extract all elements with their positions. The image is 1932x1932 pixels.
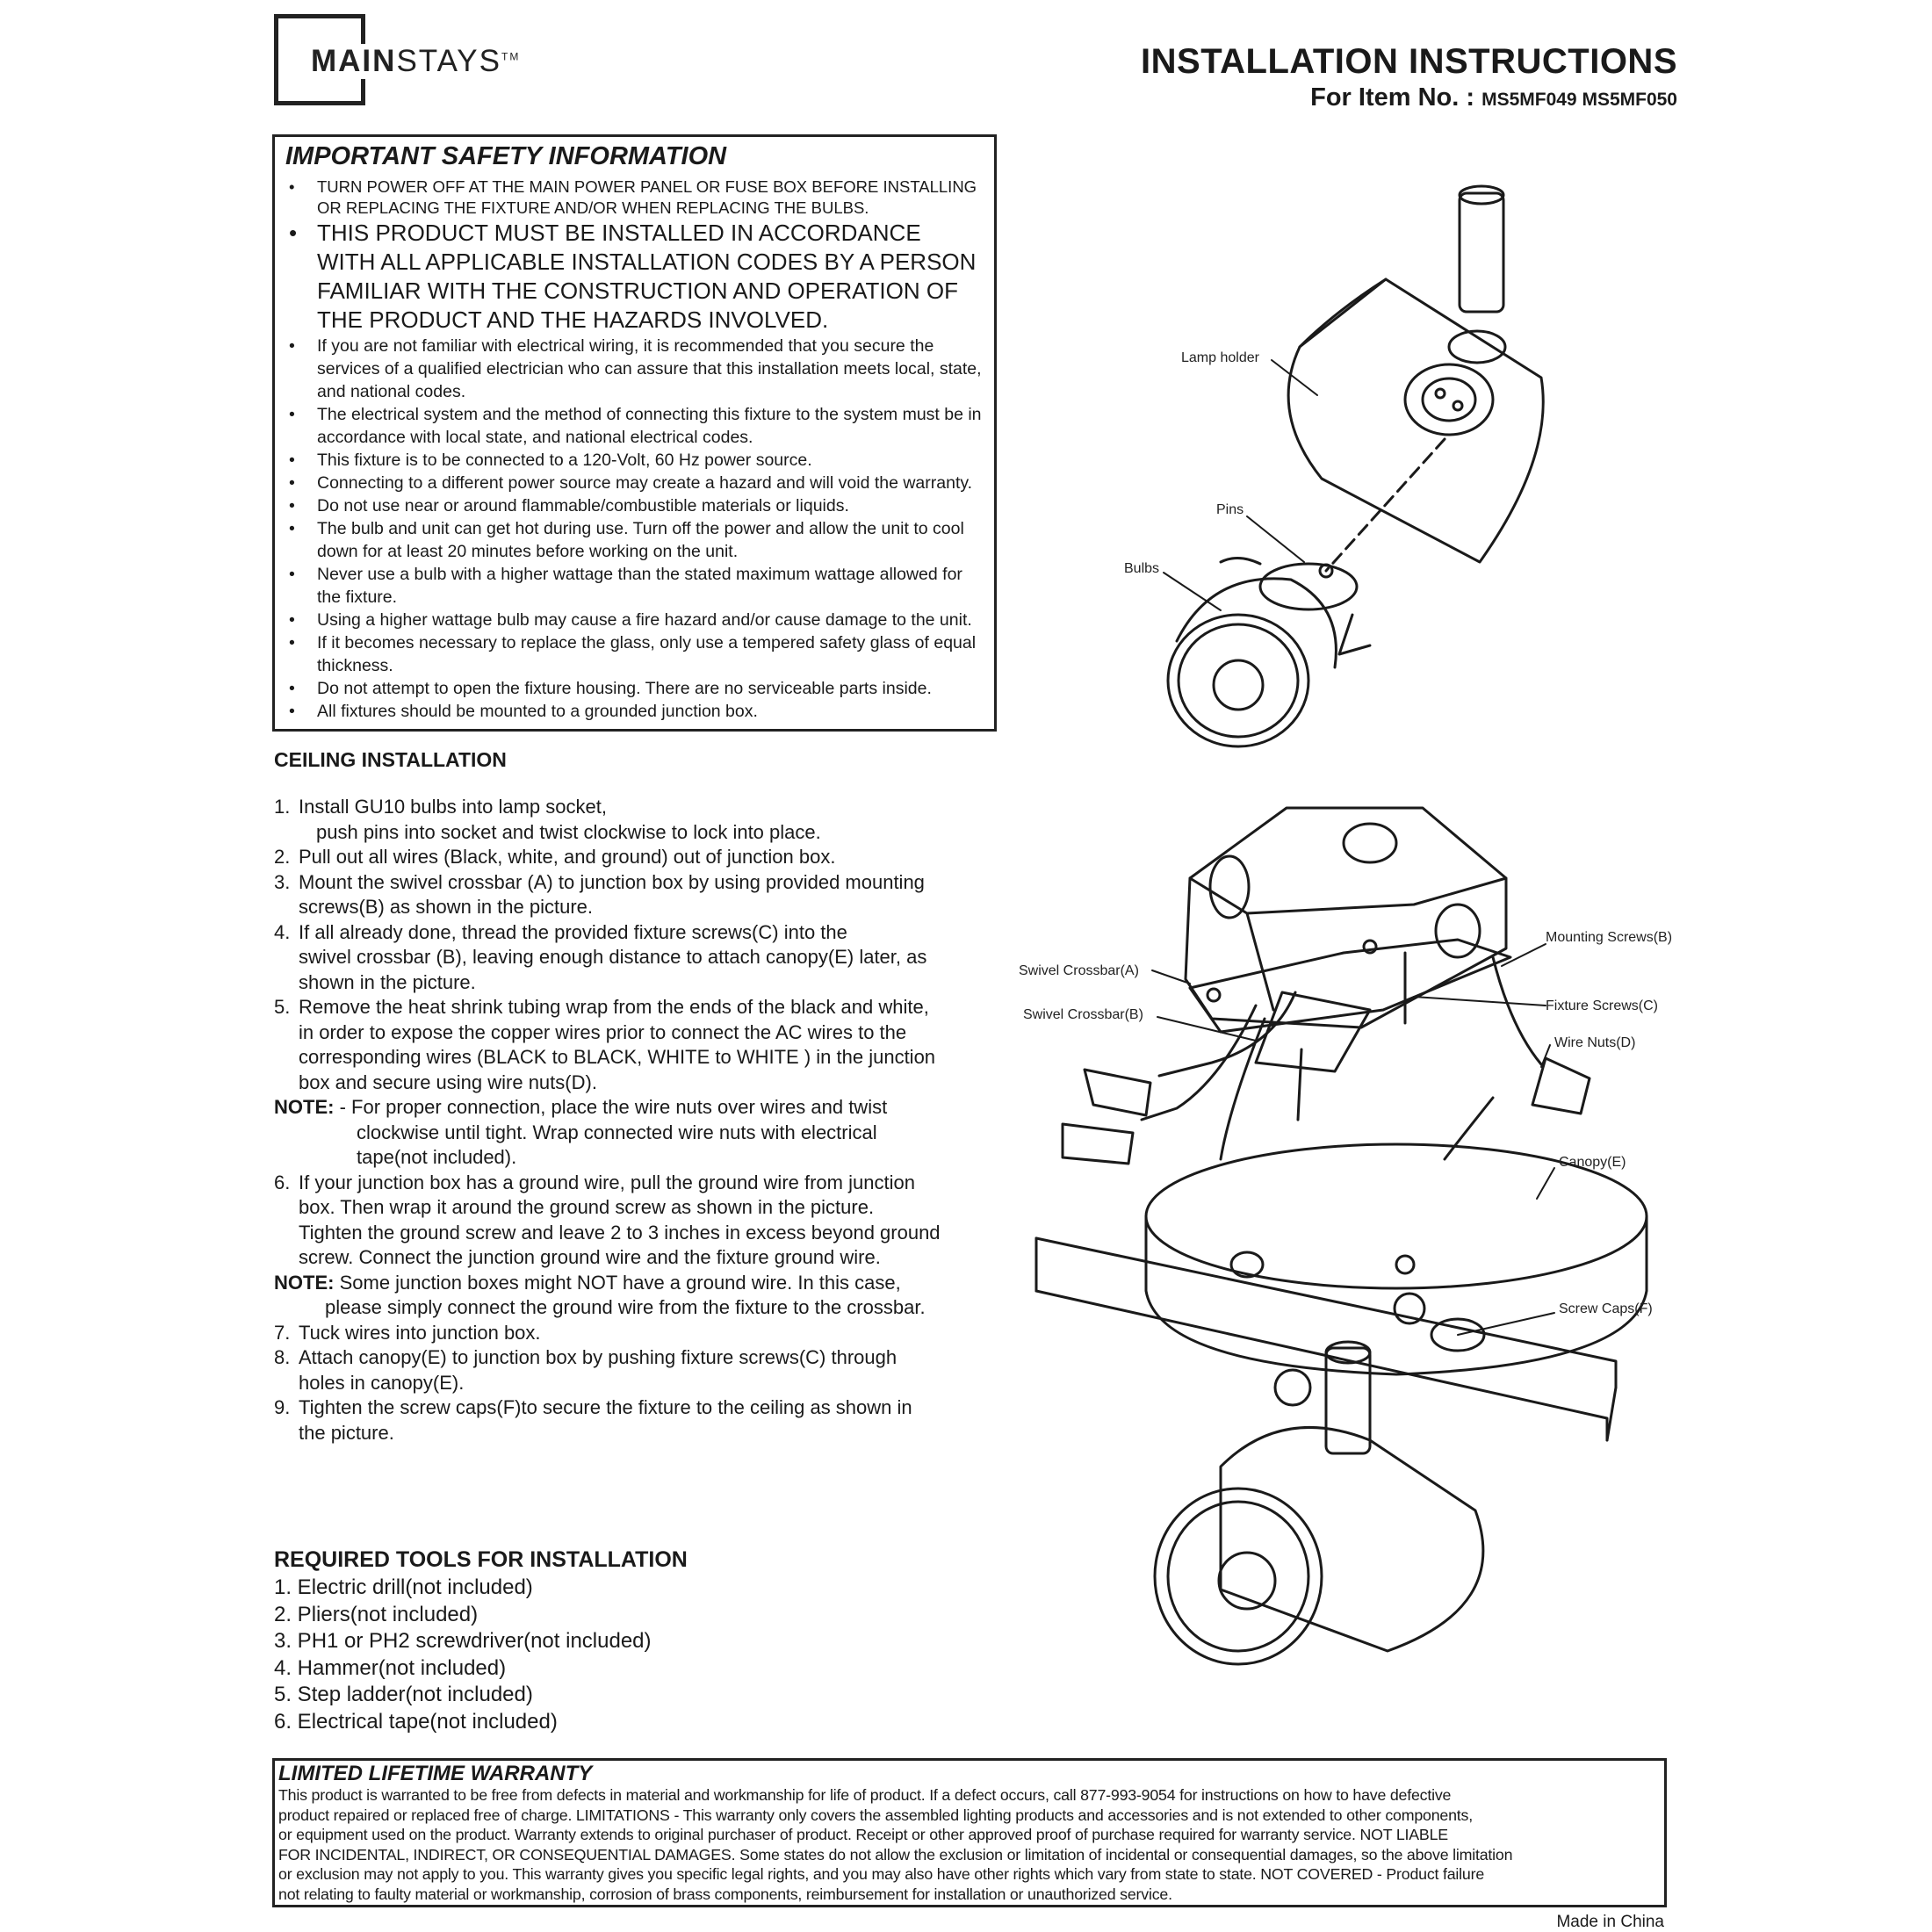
ceiling-installation-section: CEILING INSTALLATION 1.Install GU10 bulb… xyxy=(274,748,1020,1445)
item-numbers: MS5MF049 MS5MF050 xyxy=(1481,90,1677,110)
safety-item: If it becomes necessary to replace the g… xyxy=(285,631,985,677)
safety-item: Do not attempt to open the fixture housi… xyxy=(285,677,985,700)
document-title: INSTALLATION INSTRUCTIONS xyxy=(1141,42,1677,81)
safety-item: All fixtures should be mounted to a grou… xyxy=(285,700,985,723)
step: 5.Remove the heat shrink tubing wrap fro… xyxy=(274,996,936,1093)
step: 3.Mount the swivel crossbar (A) to junct… xyxy=(274,870,925,919)
warranty-line: or equipment used on the product. Warran… xyxy=(278,1826,1448,1843)
tools-heading: REQUIRED TOOLS FOR INSTALLATION xyxy=(274,1547,688,1572)
step: 9.Tighten the screw caps(F)to secure the… xyxy=(274,1396,912,1444)
junction-box-drawing xyxy=(1140,806,1543,1161)
ceiling-steps: 1.Install GU10 bulbs into lamp socket,pu… xyxy=(274,795,1020,1445)
note: NOTE: - For proper connection, place the… xyxy=(274,1096,888,1168)
wire-nuts-drawing xyxy=(1061,1056,1591,1165)
swivel-crossbar-b-label: Swivel Crossbar(B) xyxy=(1023,1007,1143,1022)
safety-heading: IMPORTANT SAFETY INFORMATION xyxy=(285,142,727,170)
step: 7.Tuck wires into junction box. xyxy=(274,1321,541,1344)
step: 4.If all already done, thread the provid… xyxy=(274,920,927,993)
safety-information-box: IMPORTANT SAFETY INFORMATION TURN POWER … xyxy=(272,134,997,732)
crossbar-drawing xyxy=(1034,1236,1618,1442)
warranty-line: not relating to faulty material or workm… xyxy=(278,1885,1172,1903)
ceiling-heading: CEILING INSTALLATION xyxy=(274,748,507,771)
safety-item: The electrical system and the method of … xyxy=(285,403,985,449)
tool-item: 6. Electrical tape(not included) xyxy=(274,1709,558,1734)
safety-item: Do not use near or around flammable/comb… xyxy=(285,494,985,517)
tool-item: 2. Pliers(not included) xyxy=(274,1602,479,1626)
safety-item: TURN POWER OFF AT THE MAIN POWER PANEL O… xyxy=(285,177,985,219)
screw-caps-label: Screw Caps(F) xyxy=(1559,1301,1653,1316)
safety-item: THIS PRODUCT MUST BE INSTALLED IN ACCORD… xyxy=(285,219,985,335)
required-tools-section: REQUIRED TOOLS FOR INSTALLATION 1. Elect… xyxy=(274,1547,889,1735)
safety-item: Connecting to a different power source m… xyxy=(285,472,985,494)
tool-item: 3. PH1 or PH2 screwdriver(not included) xyxy=(274,1629,652,1653)
tool-item: 5. Step ladder(not included) xyxy=(274,1683,533,1706)
tool-item: 1. Electric drill(not included) xyxy=(274,1575,533,1599)
safety-item: The bulb and unit can get hot during use… xyxy=(285,517,985,563)
step: 8.Attach canopy(E) to junction box by pu… xyxy=(274,1346,898,1394)
brand-logo: MAINSTAYSTM xyxy=(307,44,524,79)
warranty-box: LIMITED LIFETIME WARRANTY This product i… xyxy=(272,1758,1667,1907)
step: 2.Pull out all wires (Black, white, and … xyxy=(274,846,836,868)
safety-list: TURN POWER OFF AT THE MAIN POWER PANEL O… xyxy=(285,177,985,723)
safety-item: Using a higher wattage bulb may cause a … xyxy=(285,609,985,631)
bulb-drawing xyxy=(1166,557,1372,748)
warranty-line: or exclusion may not apply to you. This … xyxy=(278,1865,1485,1883)
pins-label: Pins xyxy=(1216,502,1244,517)
step: 1.Install GU10 bulbs into lamp socket,pu… xyxy=(274,796,821,843)
lamp-holder-label: Lamp holder xyxy=(1181,350,1260,365)
warranty-heading: LIMITED LIFETIME WARRANTY xyxy=(278,1762,593,1785)
bulbs-label: Bulbs xyxy=(1124,561,1159,576)
safety-item: Never use a bulb with a higher wattage t… xyxy=(285,563,985,609)
warranty-line: FOR INCIDENTAL, INDIRECT, OR CONSEQUENTI… xyxy=(278,1845,1513,1864)
item-number-line: For Item No. : MS5MF049 MS5MF050 xyxy=(1310,83,1677,112)
wire-nuts-label: Wire Nuts(D) xyxy=(1554,1035,1635,1050)
canopy-drawing xyxy=(1144,1143,1648,1376)
note: NOTE: Some junction boxes might NOT have… xyxy=(274,1271,926,1319)
tool-item: 4. Hammer(not included) xyxy=(274,1655,507,1680)
document-header: INSTALLATION INSTRUCTIONS For Item No. :… xyxy=(1141,42,1677,112)
safety-item: If you are not familiar with electrical … xyxy=(285,335,985,403)
tools-list: 1. Electric drill(not included) 2. Plier… xyxy=(274,1575,889,1735)
warranty-line: product repaired or replaced free of cha… xyxy=(278,1806,1473,1824)
step: 6.If your junction box has a ground wire… xyxy=(274,1171,941,1269)
made-in-label: Made in China xyxy=(1556,1913,1664,1931)
mounting-screws-label: Mounting Screws(B) xyxy=(1546,930,1672,945)
swivel-crossbar-a-label: Swivel Crossbar(A) xyxy=(1019,963,1139,978)
warranty-line: This product is warranted to be free fro… xyxy=(278,1786,1452,1804)
canopy-label: Canopy(E) xyxy=(1559,1155,1626,1170)
spotlight-drawing xyxy=(1153,1340,1485,1666)
fixture-screws-label: Fixture Screws(C) xyxy=(1546,998,1658,1013)
safety-item: This fixture is to be connected to a 120… xyxy=(285,449,985,472)
lamp-holder-drawing xyxy=(1287,184,1545,573)
